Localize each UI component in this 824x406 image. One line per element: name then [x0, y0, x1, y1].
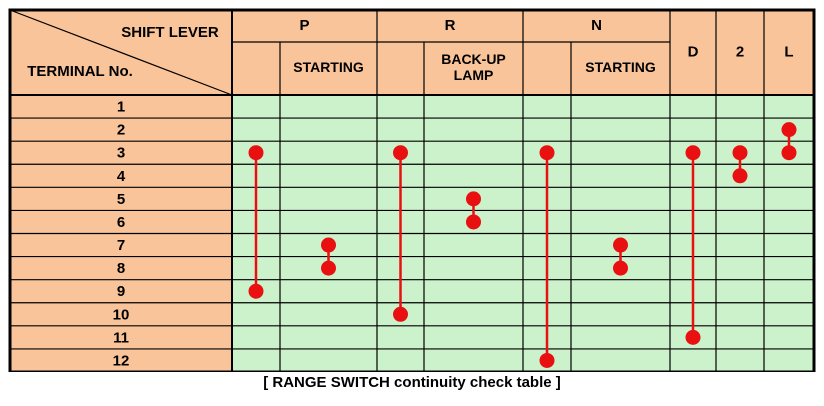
- terminal-number: 1: [117, 99, 125, 116]
- terminal-number: 10: [113, 306, 130, 323]
- connection-dot-terminal-3: [685, 145, 701, 161]
- table-caption: [ RANGE SWITCH continuity check table ]: [263, 374, 561, 391]
- sub-header-n-starting: STARTING: [585, 59, 656, 75]
- terminal-number: 12: [113, 352, 130, 369]
- connection-dot-terminal-3: [539, 145, 555, 161]
- connection-dot-terminal-6: [466, 214, 481, 230]
- sub-header-r-lamp: LAMP: [454, 67, 494, 83]
- connection-dot-terminal-4: [732, 168, 748, 184]
- connection-dot-terminal-10: [393, 306, 408, 322]
- connection-dot-terminal-3: [732, 145, 748, 161]
- group-header-n: N: [591, 17, 602, 34]
- group-header-p: P: [299, 17, 309, 34]
- connection-dot-terminal-7: [321, 237, 336, 253]
- connection-dot-terminal-11: [685, 329, 701, 345]
- connection-dot-terminal-7: [613, 237, 628, 253]
- connection-dot-terminal-8: [613, 260, 628, 276]
- connection-dot-terminal-9: [248, 283, 264, 299]
- connection-dot-terminal-2: [781, 122, 797, 138]
- connection-dot-terminal-5: [466, 191, 481, 207]
- connection-dot-terminal-3: [781, 145, 797, 161]
- terminal-number: 4: [117, 168, 126, 185]
- terminal-number: 11: [113, 329, 129, 346]
- terminal-number: 9: [117, 283, 125, 300]
- terminal-number: 2: [117, 122, 125, 139]
- header-background: [10, 10, 814, 95]
- terminal-number: 5: [117, 191, 125, 208]
- terminal-number: 7: [117, 237, 125, 254]
- group-header-d: D: [688, 43, 699, 60]
- corner-label-terminal-no: TERMINAL No.: [27, 63, 133, 80]
- continuity-table-grid: SHIFT LEVER TERMINAL No. P R N D 2 L STARTING BAC…: [8, 8, 816, 374]
- group-header-r: R: [445, 17, 456, 34]
- connection-dot-terminal-8: [321, 260, 336, 276]
- terminal-number: 8: [117, 260, 125, 277]
- corner-label-shift-lever: SHIFT LEVER: [121, 24, 219, 41]
- group-header-2: 2: [736, 43, 744, 60]
- terminal-number: 3: [117, 145, 125, 162]
- connection-dot-terminal-3: [248, 145, 264, 161]
- corner-diagonal: [9, 9, 233, 96]
- connection-dot-terminal-12: [539, 352, 555, 368]
- sub-header-p-starting: STARTING: [293, 59, 364, 75]
- terminal-number: 6: [117, 214, 125, 231]
- group-header-l: L: [784, 43, 793, 60]
- sub-header-r-back-up: BACK-UP: [441, 51, 506, 67]
- connection-dot-terminal-3: [393, 145, 408, 161]
